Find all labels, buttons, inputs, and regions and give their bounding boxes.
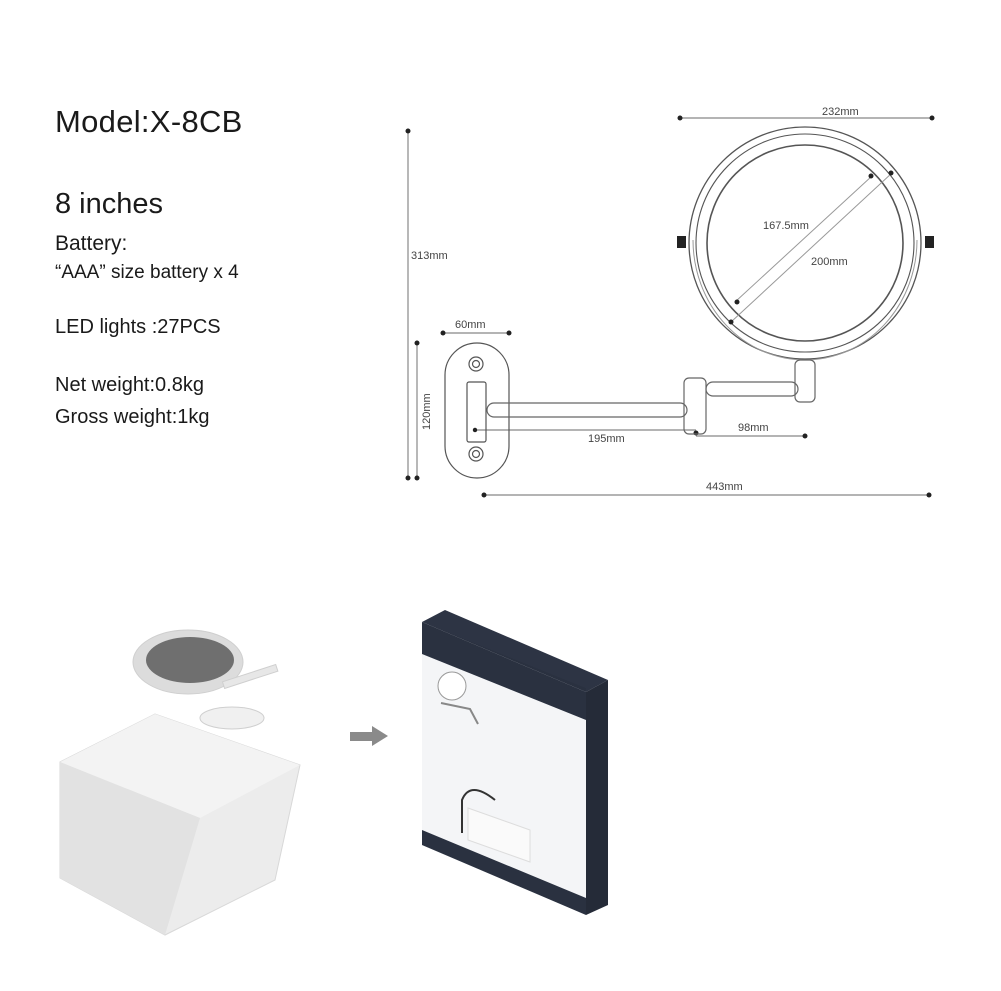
- battery-label: Battery:: [55, 232, 128, 255]
- svg-text:98mm: 98mm: [738, 422, 769, 434]
- mirror-outline: [688, 126, 922, 361]
- svg-text:443mm: 443mm: [706, 481, 743, 493]
- svg-text:232mm: 232mm: [822, 106, 859, 118]
- gross-weight: Gross weight:1kg: [55, 406, 210, 428]
- wall-base: [444, 342, 510, 479]
- svg-text:200mm: 200mm: [811, 256, 848, 268]
- foam-packaging-illustration: [59, 629, 301, 936]
- battery-value: “AAA” size battery x 4: [55, 262, 239, 283]
- svg-text:60mm: 60mm: [455, 319, 486, 331]
- arrow-icon: [350, 726, 388, 746]
- svg-text:195mm: 195mm: [588, 433, 625, 445]
- svg-text:313mm: 313mm: [411, 250, 448, 262]
- size-label: 8 inches: [55, 188, 164, 220]
- swing-arm: [486, 359, 816, 435]
- net-weight: Net weight:0.8kg: [55, 374, 204, 396]
- led-count: LED lights :27PCS: [55, 316, 221, 338]
- svg-text:167.5mm: 167.5mm: [763, 220, 809, 232]
- svg-text:120mm: 120mm: [421, 393, 433, 430]
- product-box-illustration: [422, 610, 608, 915]
- model-label: Model:X-8CB: [55, 104, 243, 139]
